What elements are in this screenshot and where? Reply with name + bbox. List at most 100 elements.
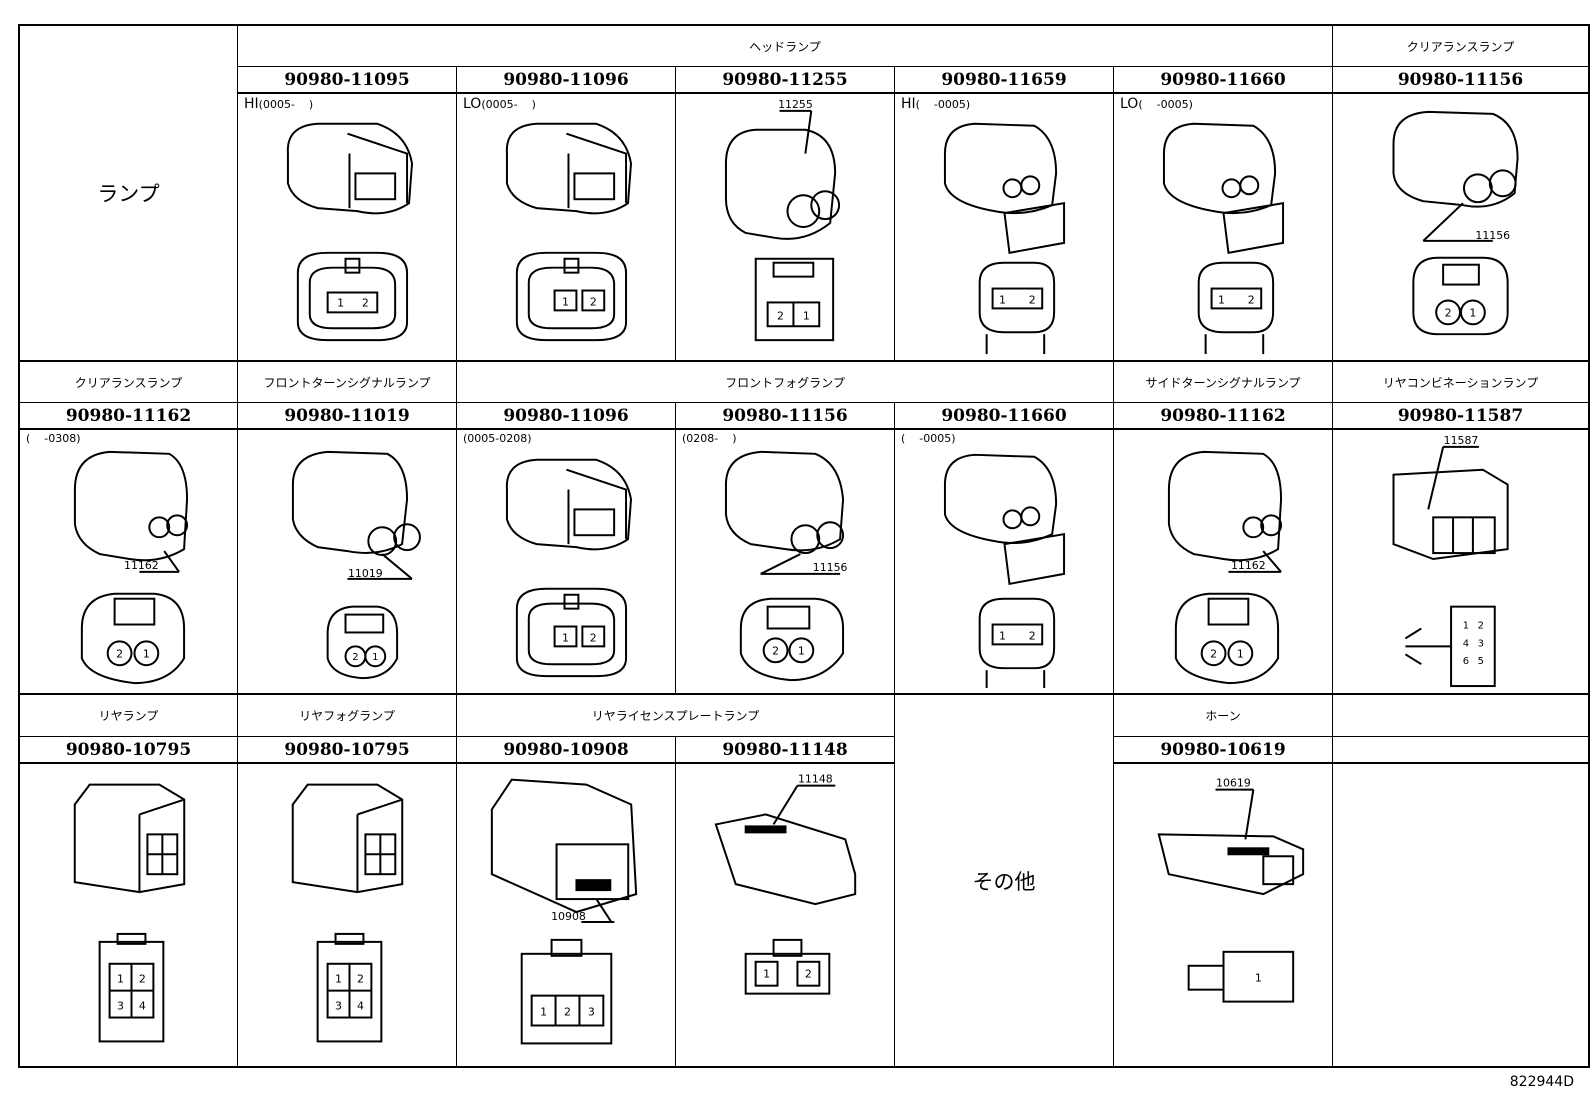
connector-illustration: 10908 1 2 3 [457,764,676,1066]
part-number: 90980-11019 [238,403,457,430]
group-header-clearance-lamp: クリアランスランプ [1333,26,1588,67]
group-header-horn: ホーン [1114,695,1333,737]
pin-number: 2 [564,1006,571,1019]
pin-number: 1 [999,293,1006,306]
pin-number: 1 [562,295,569,308]
callout-label: 11148 [798,773,833,786]
part-number: 90980-11162 [20,403,238,430]
connector-illustration: 11587 1 2 4 3 6 5 [1333,430,1588,695]
part-number: 90980-11660 [895,403,1114,430]
pin-number: 3 [1478,638,1484,649]
part-number: 90980-11096 [457,67,676,94]
connector-illustration: 1 2 3 4 [20,764,238,1066]
part-number: 90980-11096 [457,403,676,430]
pin-number: 1 [337,296,344,309]
pin-number: 2 [1029,629,1036,642]
pin-number: 1 [335,973,342,986]
empty-cell [1333,764,1588,1066]
note-label: HI [244,96,259,112]
connector-illustration: (0208- ) 11156 2 1 [676,430,895,695]
pin-number: 5 [1478,656,1484,667]
pin-number: 2 [590,631,597,644]
part-number: 90980-11162 [1114,403,1333,430]
part-number: 90980-11156 [1333,67,1588,94]
lamp-category-label: ランプ [20,26,238,362]
pin-number: 2 [116,647,123,660]
pin-number: 1 [803,309,810,322]
pin-number: 1 [798,644,805,657]
pin-number: 1 [1463,620,1469,631]
pin-number: 1 [999,629,1006,642]
callout-label: 11156 [1475,229,1510,242]
pin-number: 3 [117,1000,124,1013]
note-range: ( -0005) [915,98,971,111]
pin-number: 4 [357,1000,364,1013]
note-range: (0005-0208) [463,432,532,445]
note-range: (0005- ) [258,98,314,111]
pin-number: 2 [590,295,597,308]
connector-illustration: HI(0005- ) 1 2 [238,94,457,362]
connector-illustration: 11019 2 1 [238,430,457,695]
figure-code: 822944D [1509,1074,1574,1090]
part-number: 90980-10908 [457,737,676,764]
pin-number: 2 [772,644,779,657]
connector-chart: ランプ ヘッドランプ クリアランスランプ 90980-11095 90980-1… [18,24,1590,1068]
callout-label: 11255 [778,98,813,111]
part-number: 90980-11587 [1333,403,1588,430]
group-header-clearance-lamp: クリアランスランプ [20,362,238,403]
pin-number: 4 [139,1000,146,1013]
note-label: LO [1120,96,1139,112]
pin-number: 2 [805,968,812,981]
connector-illustration: 11162 2 1 [1114,430,1333,695]
connector-illustration: ( -0308) 11162 2 1 [20,430,238,695]
pin-number: 2 [1029,293,1036,306]
pin-number: 2 [777,309,784,322]
group-header-license-plate-lamp: リヤライセンスプレートランプ [457,695,895,737]
pin-number: 1 [1218,293,1225,306]
group-header-rear-combination-lamp: リヤコンビネーションランプ [1333,362,1588,403]
pin-number: 2 [1210,647,1217,660]
pin-number: 2 [362,296,369,309]
connector-illustration: 11156 2 1 [1333,94,1588,362]
callout-label: 10908 [551,910,586,923]
connector-illustration: 11148 1 2 [676,764,895,1066]
note-range: (0208- ) [682,432,737,445]
note-label: LO [463,96,482,112]
note-range: ( -0005) [1138,98,1193,111]
connector-illustration: 1 2 3 4 [238,764,457,1066]
group-header-rear-lamp: リヤランプ [20,695,238,737]
pin-number: 6 [1463,656,1469,667]
connector-illustration: LO( -0005) 1 2 [1114,94,1333,362]
group-header-headlamp: ヘッドランプ [238,26,1333,67]
callout-label: 11019 [348,567,383,580]
connector-illustration: (0005-0208) 1 2 [457,430,676,695]
empty-header [1333,695,1588,737]
pin-number: 1 [540,1006,547,1019]
pin-number: 1 [562,631,569,644]
part-number: 90980-10795 [20,737,238,764]
connector-illustration: 10619 1 [1114,764,1333,1066]
group-header-rear-fog-lamp: リヤフォグランプ [238,695,457,737]
part-number: 90980-11255 [676,67,895,94]
connector-illustration: HI( -0005) 1 2 [895,94,1114,362]
group-header-front-turn-signal: フロントターンシグナルランプ [238,362,457,403]
connector-illustration: LO(0005- ) 1 2 [457,94,676,362]
pin-number: 2 [352,652,358,663]
callout-label: 10619 [1216,777,1251,790]
pin-number: 2 [1445,306,1452,319]
connector-illustration: ( -0005) 1 2 [895,430,1114,695]
pin-number: 2 [1478,620,1484,631]
pin-number: 2 [1248,293,1255,306]
note-range: ( -0308) [26,432,81,445]
callout-label: 11162 [124,559,159,572]
part-number: 90980-11095 [238,67,457,94]
part-number: 90980-10619 [1114,737,1333,764]
note-range: ( -0005) [901,432,956,445]
part-number: 90980-11156 [676,403,895,430]
part-number: 90980-11660 [1114,67,1333,94]
pin-number: 4 [1463,638,1469,649]
pin-number: 2 [357,973,364,986]
callout-label: 11162 [1231,559,1266,572]
callout-label: 11587 [1444,434,1479,447]
connector-illustration: 11255 2 1 [676,94,895,362]
